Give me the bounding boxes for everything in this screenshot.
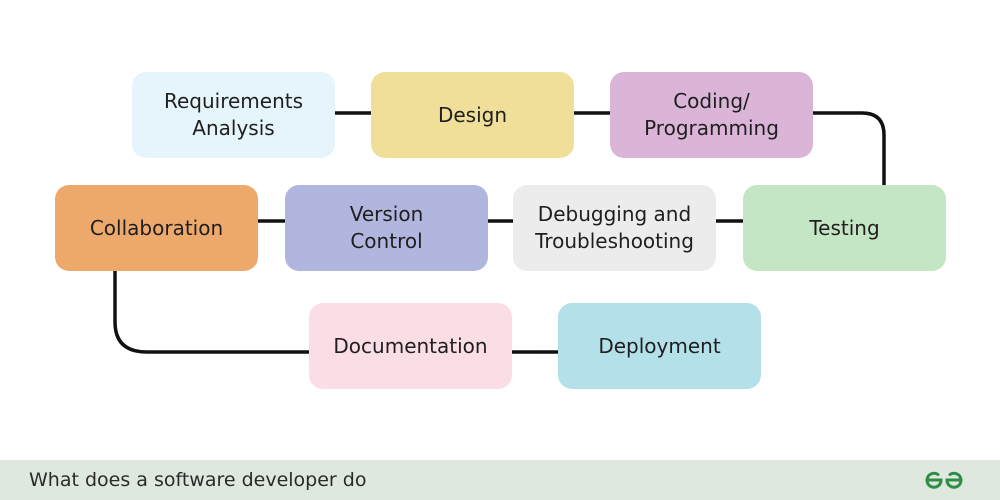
node-design: Design bbox=[371, 72, 574, 158]
node-debugging-troubleshooting: Debugging and Troubleshooting bbox=[513, 185, 716, 271]
node-deployment: Deployment bbox=[558, 303, 761, 389]
node-label: Coding/ Programming bbox=[644, 89, 779, 140]
node-label: Design bbox=[437, 102, 508, 127]
node-label: Version Control bbox=[349, 202, 424, 253]
node-coding-programming: Coding/ Programming bbox=[610, 72, 813, 158]
node-label: Collaboration bbox=[89, 215, 224, 240]
node-label: Testing bbox=[809, 215, 880, 240]
connector-coding-testing bbox=[811, 111, 886, 187]
node-testing: Testing bbox=[743, 185, 946, 271]
connector-lines bbox=[113, 111, 886, 354]
node-label: Debugging and Troubleshooting bbox=[535, 202, 694, 253]
node-collaboration: Collaboration bbox=[55, 185, 258, 271]
caption-text: What does a software developer do bbox=[29, 469, 367, 491]
workflow-diagram: Requirements Analysis Design Coding/ Pro… bbox=[55, 72, 946, 389]
node-label: Requirements Analysis bbox=[163, 89, 304, 140]
node-label: Documentation bbox=[333, 333, 488, 358]
node-label: Deployment bbox=[598, 333, 721, 358]
caption-bar: What does a software developer do bbox=[0, 460, 1000, 500]
node-requirements-analysis: Requirements Analysis bbox=[132, 72, 335, 158]
connector-collaboration-documentation bbox=[113, 269, 312, 354]
node-version-control: Version Control bbox=[285, 185, 488, 271]
gfg-logo-icon bbox=[925, 471, 963, 489]
node-documentation: Documentation bbox=[309, 303, 512, 389]
